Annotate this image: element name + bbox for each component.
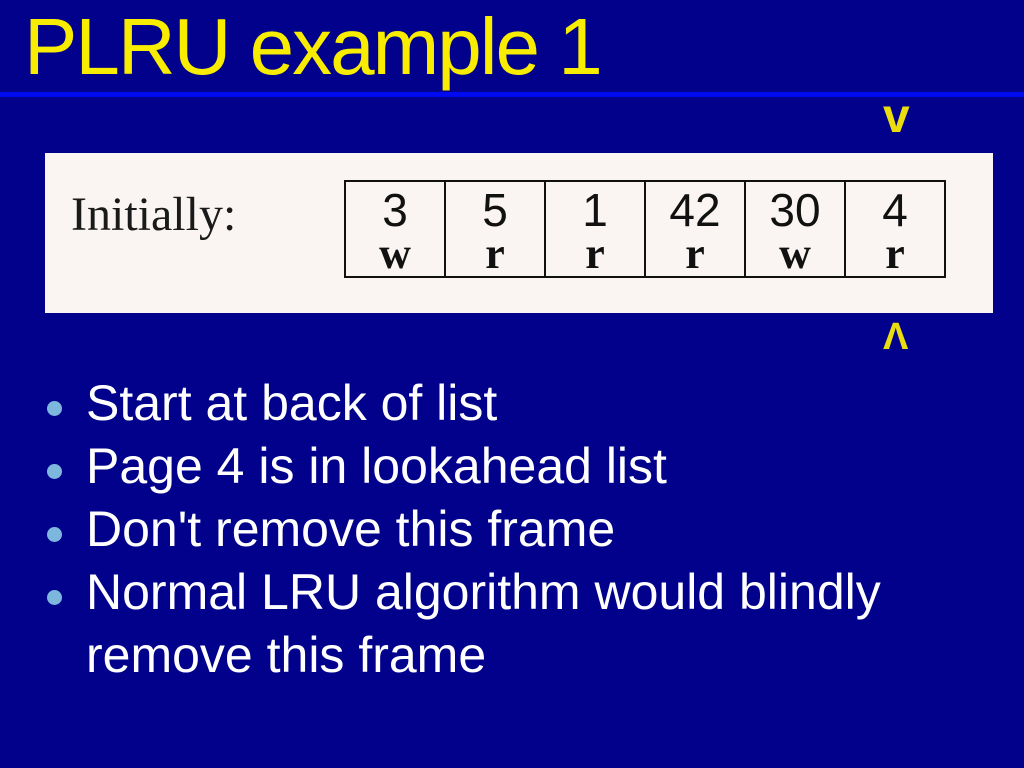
- bullet-item: Normal LRU algorithm would blindly remov…: [40, 561, 924, 687]
- list-pointer-top-icon: v: [883, 90, 910, 143]
- title-underline: [0, 92, 1024, 97]
- bullet-item: Start at back of list: [40, 372, 924, 435]
- frame-page-number: 3: [382, 184, 408, 236]
- page-title: PLRU example 1: [24, 2, 603, 91]
- bullet-icon: [47, 401, 62, 416]
- frame-cell: 30 w: [744, 182, 844, 276]
- bullet-icon: [47, 464, 62, 479]
- frame-page-number: 42: [669, 184, 721, 236]
- frame-access-mode: r: [885, 229, 905, 278]
- frame-table: 3 w 5 r 1 r 42 r 30 w 4 r: [344, 180, 946, 278]
- frame-access-mode: r: [485, 229, 505, 278]
- bullet-item: Don't remove this frame: [40, 498, 924, 561]
- frame-access-mode: r: [585, 229, 605, 278]
- bullet-text: Start at back of list: [86, 375, 498, 431]
- frame-page-number: 30: [769, 184, 821, 236]
- frame-cell: 4 r: [844, 182, 944, 276]
- frame-page-number: 1: [582, 184, 608, 236]
- figure-panel: Initially: 3 w 5 r 1 r 42 r 30 w: [45, 153, 993, 313]
- frame-cell: 3 w: [346, 182, 444, 276]
- frame-access-mode: r: [685, 229, 705, 278]
- initially-label: Initially:: [71, 188, 237, 241]
- frame-access-mode: w: [379, 229, 411, 278]
- frame-page-number: 4: [882, 184, 908, 236]
- bullet-icon: [47, 590, 62, 605]
- frame-cell: 1 r: [544, 182, 644, 276]
- frame-access-mode: w: [779, 229, 811, 278]
- bullet-text: Don't remove this frame: [86, 501, 616, 557]
- bullet-item: Page 4 is in lookahead list: [40, 435, 924, 498]
- frame-page-number: 5: [482, 184, 508, 236]
- frame-cell: 5 r: [444, 182, 544, 276]
- bullet-icon: [47, 527, 62, 542]
- frame-cell: 42 r: [644, 182, 744, 276]
- list-pointer-bottom-icon: Λ: [883, 316, 909, 358]
- bullet-text: Normal LRU algorithm would blindly remov…: [86, 564, 881, 683]
- bullet-text: Page 4 is in lookahead list: [86, 438, 667, 494]
- bullet-list: Start at back of list Page 4 is in looka…: [40, 372, 924, 687]
